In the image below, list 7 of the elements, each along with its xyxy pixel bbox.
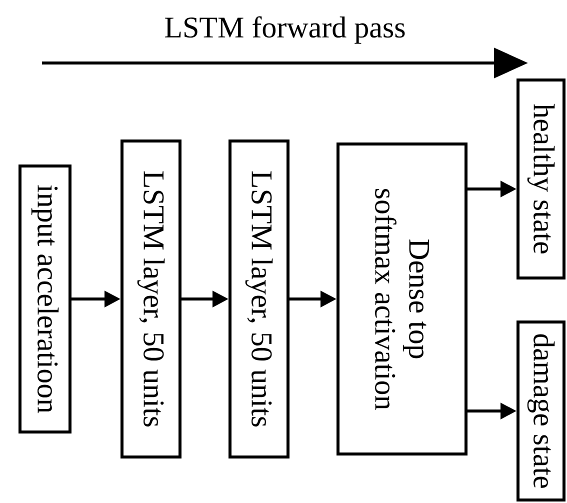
layer-box: damage state — [516, 320, 566, 502]
layer-box: input acceleratioon — [18, 164, 72, 434]
layer-box: LSTM layer, 50 units — [228, 140, 290, 458]
arrow-caption: LSTM forward pass — [165, 16, 405, 44]
layer-box: healthy state — [516, 78, 566, 280]
layer-box: LSTM layer, 50 units — [120, 140, 182, 458]
layer-box: Dense top softmax activation — [336, 142, 468, 456]
